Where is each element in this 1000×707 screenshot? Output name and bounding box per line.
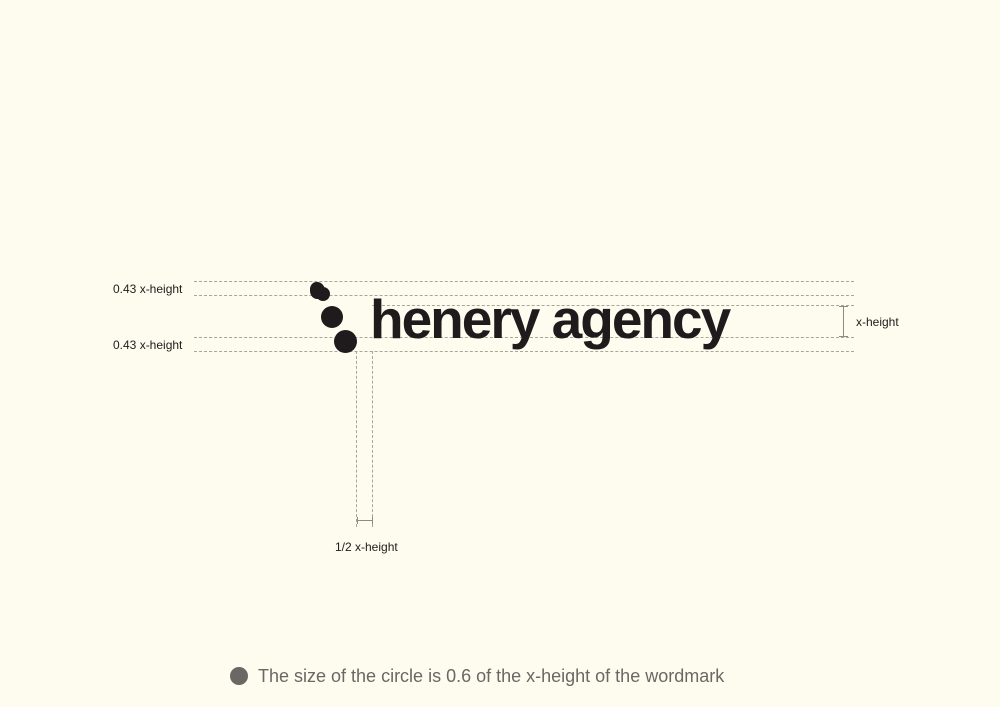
x-height-bracket-top-tick [839, 306, 848, 307]
x-height-bracket [843, 306, 844, 337]
half-x-height-bracket-left-tick [357, 517, 358, 524]
guide-top-inner [194, 295, 854, 296]
guide-wordmark-left [372, 351, 373, 527]
guide-top [194, 281, 854, 282]
x-height-label: x-height [856, 315, 899, 329]
wordmark: henery agency [370, 288, 731, 350]
logo-dot-bottom [334, 330, 357, 353]
guide-bottom [194, 351, 854, 352]
circle-icon [230, 667, 248, 685]
guide-x-height-top [372, 305, 854, 306]
guide-baseline [194, 337, 854, 338]
half-x-height-bracket [357, 520, 373, 521]
logo-dot-top-tail [316, 287, 330, 301]
logo-dot-middle [321, 306, 343, 328]
caption: The size of the circle is 0.6 of the x-h… [230, 664, 790, 688]
caption-text: The size of the circle is 0.6 of the x-h… [258, 665, 725, 686]
guide-circle-left [356, 351, 357, 527]
half-x-height-bracket-right-tick [372, 517, 373, 524]
top-offset-label: 0.43 x-height [113, 282, 183, 296]
half-x-height-label: 1/2 x-height [335, 540, 398, 554]
bottom-offset-label: 0.43 x-height [113, 338, 183, 352]
x-height-bracket-bottom-tick [839, 336, 848, 337]
